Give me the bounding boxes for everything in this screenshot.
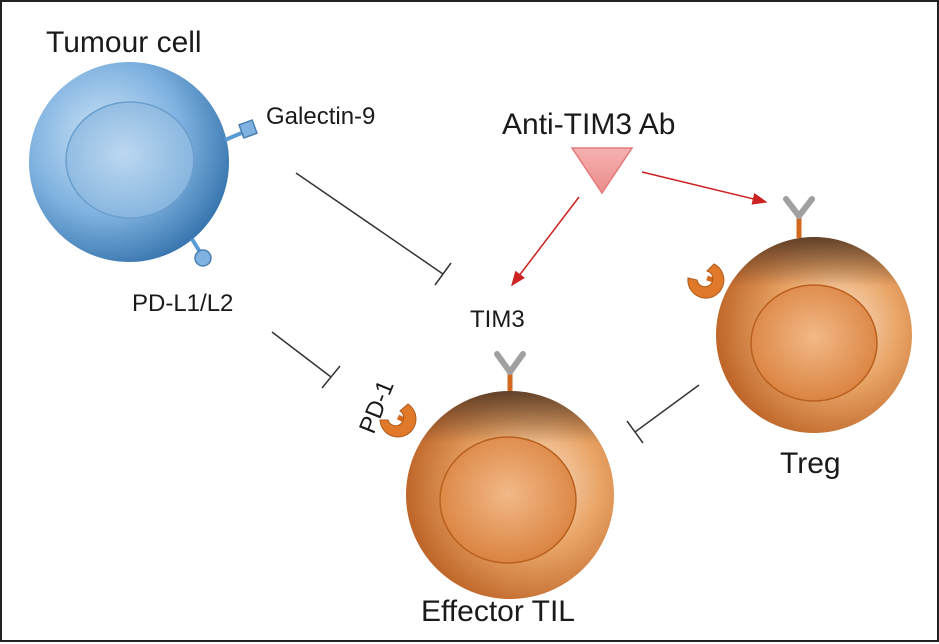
galectin-inhibits-tim3 [295,172,452,286]
antibody-to-tim3-arrow [511,196,580,287]
pd-1-receptor [379,403,417,438]
treg-cell [716,237,912,433]
pd-l1-inhibits-pd-1 [271,331,341,389]
tim3-label: TIM3 [470,306,525,333]
anti-tim3-antibody [570,147,634,195]
tim3-receptor-effector [494,351,526,391]
pd-l1-l2-label: PD-L1/L2 [132,290,234,317]
effector-til-label: Effector TIL [421,595,575,628]
tumour-cell-label: Tumour cell [46,26,202,59]
galectin-9-label: Galectin-9 [266,103,376,130]
galectin-9-ligand [224,119,258,142]
pd-l1-l2-ligand [190,237,212,267]
tumour-cell [29,62,229,262]
anti-tim3-ab-label: Anti-TIM3 Ab [502,108,676,141]
treg-label: Treg [780,447,841,480]
treg-receptor [687,263,725,299]
effector-til-cell [406,391,614,599]
antibody-to-treg-arrow [641,171,768,205]
tim3-receptor-treg [783,196,815,238]
treg-inhibits-effector [626,384,700,444]
